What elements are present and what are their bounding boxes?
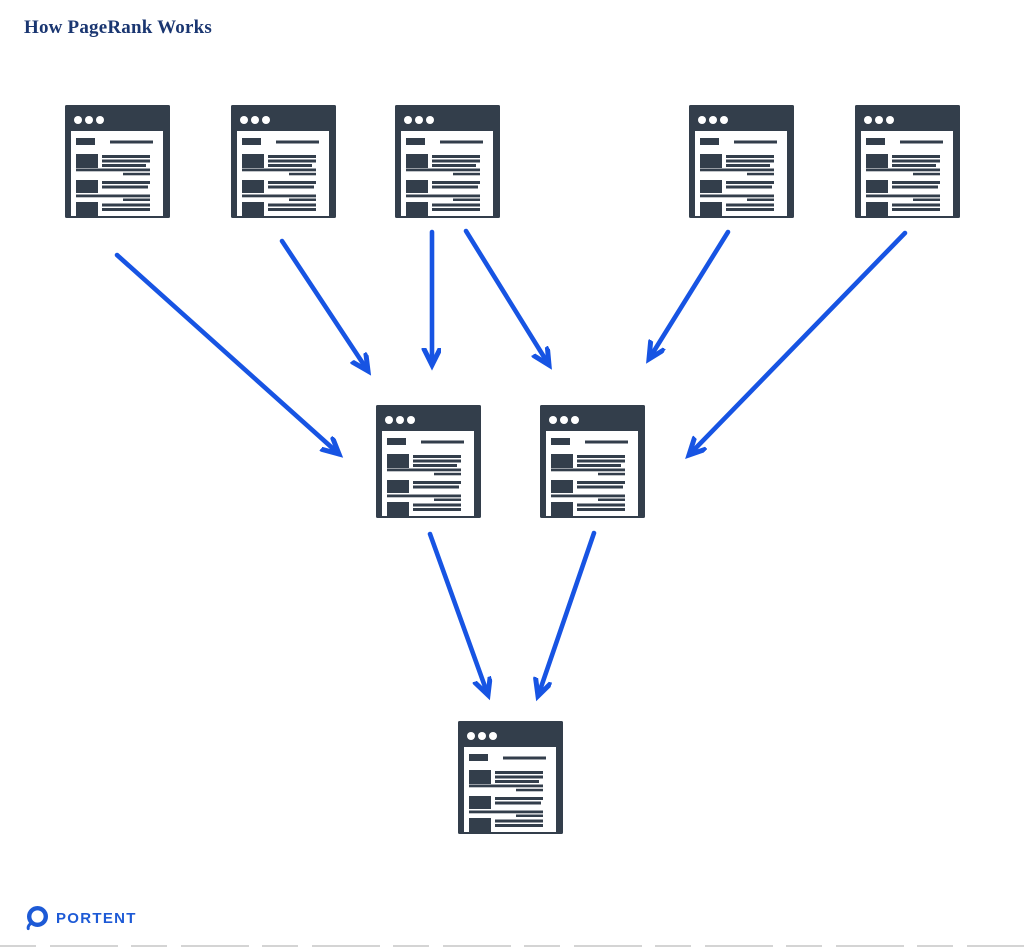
webpage-icon (855, 105, 960, 218)
webpage-node-source-3 (395, 105, 500, 218)
bottom-dashed-divider (0, 945, 1024, 947)
webpage-icon (458, 721, 563, 834)
webpage-icon (540, 405, 645, 518)
link-arrow-hub-1-to-target-1 (427, 531, 488, 695)
link-arrow-hub-2-to-target-1 (538, 530, 597, 696)
webpage-icon (65, 105, 170, 218)
webpage-node-source-2 (231, 105, 336, 218)
webpage-icon (689, 105, 794, 218)
webpage-node-hub-2 (540, 405, 645, 518)
webpage-node-source-5 (855, 105, 960, 218)
webpage-icon (231, 105, 336, 218)
link-arrow-source-1-to-hub-1 (114, 252, 339, 454)
webpage-node-source-4 (689, 105, 794, 218)
webpage-icon (395, 105, 500, 218)
brand-wordmark: PORTENT (56, 909, 137, 927)
link-arrow-source-4-to-hub-2 (649, 229, 731, 359)
link-arrow-source-5-to-hub-2 (689, 230, 908, 455)
brand-footer: PORTENT (24, 905, 137, 931)
portent-logo-icon (26, 905, 49, 931)
page-title: How PageRank Works (24, 17, 212, 38)
webpage-node-target-1 (458, 721, 563, 834)
link-arrow-source-3-to-hub-2 (463, 228, 549, 365)
webpage-icon (376, 405, 481, 518)
webpage-node-source-1 (65, 105, 170, 218)
link-arrow-source-2-to-hub-1 (279, 238, 368, 371)
webpage-node-hub-1 (376, 405, 481, 518)
